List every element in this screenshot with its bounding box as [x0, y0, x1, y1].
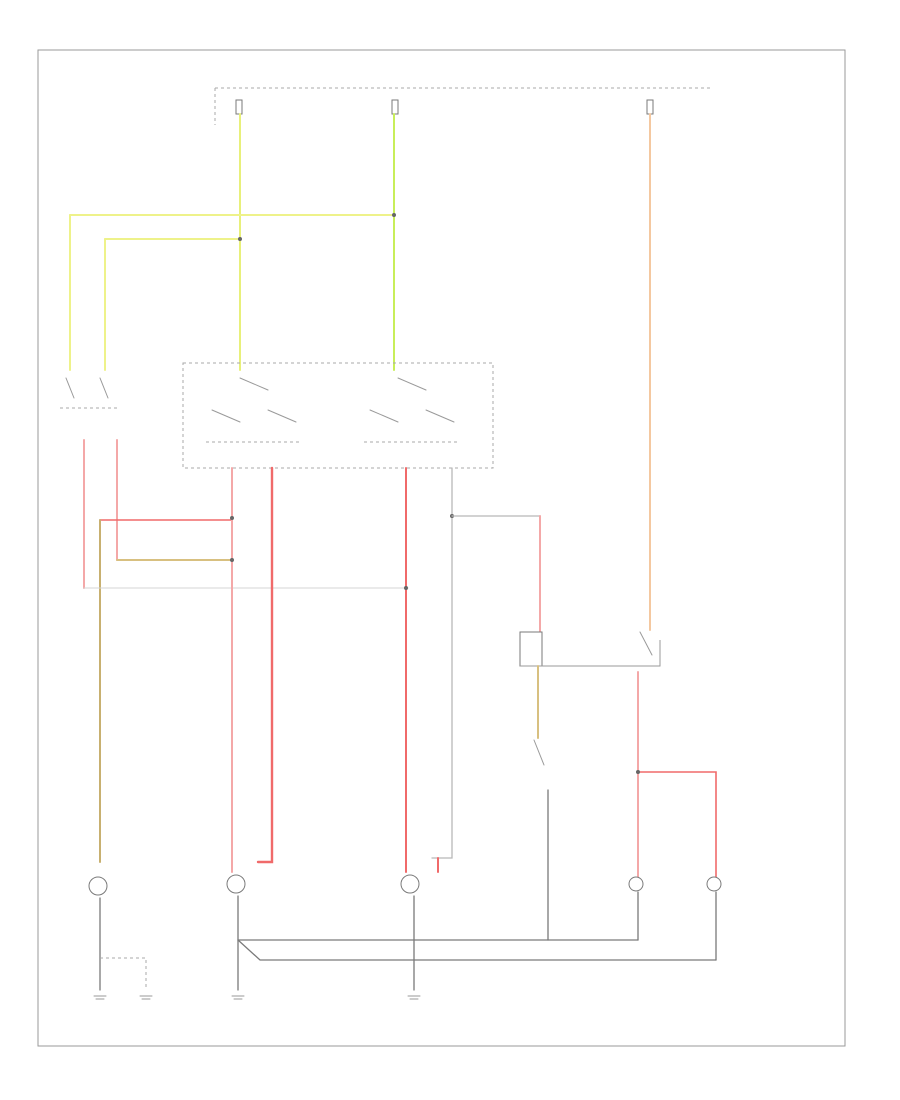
- switch-contact-icon: [60, 377, 118, 409]
- wire-red-hl-left-b: [256, 466, 274, 864]
- diagram-frame: [37, 49, 846, 1047]
- ground-icon: [93, 995, 421, 1000]
- relay-box: [520, 640, 661, 667]
- switch-contact-icon: [206, 377, 460, 443]
- wire-dash-indicator: [100, 957, 147, 990]
- fuse-icon: [235, 99, 654, 115]
- switch-contact-icon: [533, 631, 653, 766]
- wire-red-drl-branch: [637, 771, 717, 881]
- wire-gray-hl-right-b: [431, 467, 453, 859]
- relay-coil-icon: [519, 631, 543, 667]
- lamp-icon: [88, 874, 722, 896]
- headlamp-switch-box: [182, 362, 494, 469]
- wire-black-ground-bus-2: [237, 939, 717, 961]
